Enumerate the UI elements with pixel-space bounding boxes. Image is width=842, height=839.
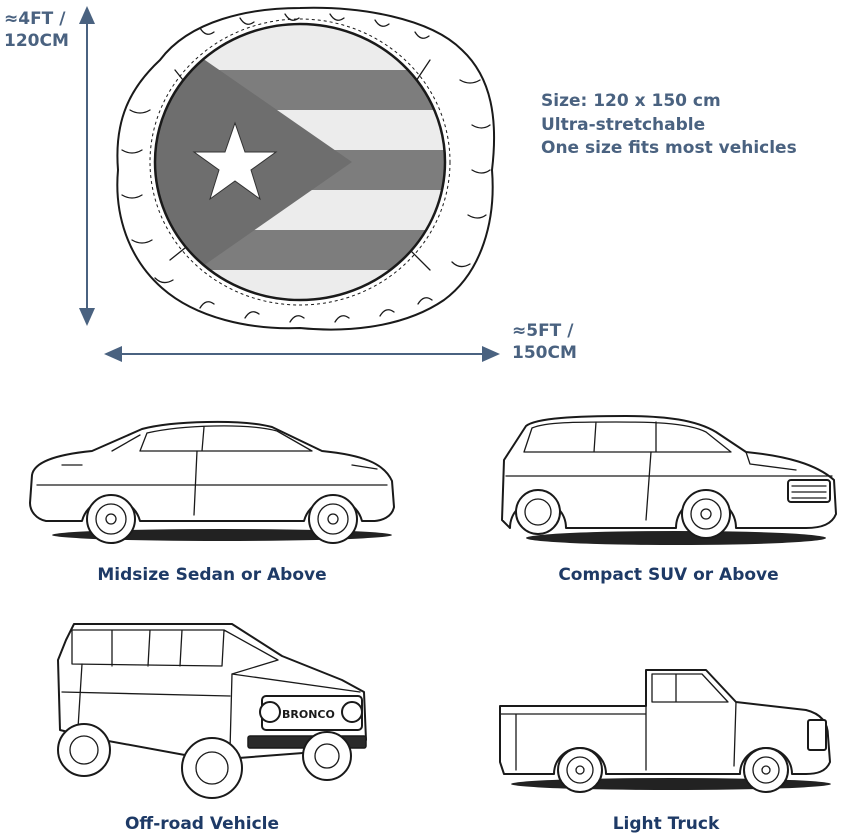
width-label: ≈5FT / 150CM (512, 320, 577, 364)
caption-truck: Light Truck (612, 814, 720, 834)
offroad-icon: BRONCO (57, 623, 367, 799)
height-label-line2: 120CM (4, 31, 69, 51)
caption-suv: Compact SUV or Above (558, 565, 779, 585)
flag-face (155, 24, 445, 300)
height-label-line1: ≈4FT / (4, 9, 66, 29)
spec-size: Size: 120 x 150 cm (541, 91, 721, 111)
width-label-line2: 150CM (512, 343, 577, 363)
caption-offroad: Off-road Vehicle (124, 814, 280, 834)
spec-fit: One size fits most vehicles (541, 138, 797, 158)
caption-sedan: Midsize Sedan or Above (97, 565, 327, 585)
star-icon (192, 121, 278, 201)
spec-list: Size: 120 x 150 cm Ultra-stretchable One… (541, 90, 797, 161)
height-label: ≈4FT / 120CM (4, 8, 69, 52)
svg-text:BRONCO: BRONCO (282, 708, 335, 721)
pickup-truck-icon (499, 669, 831, 793)
spec-stretch: Ultra-stretchable (541, 114, 706, 135)
width-label-line1: ≈5FT / (512, 321, 574, 341)
sedan-icon (29, 420, 395, 544)
suv-icon (501, 415, 837, 545)
tire-cover-illustration (116, 6, 496, 331)
